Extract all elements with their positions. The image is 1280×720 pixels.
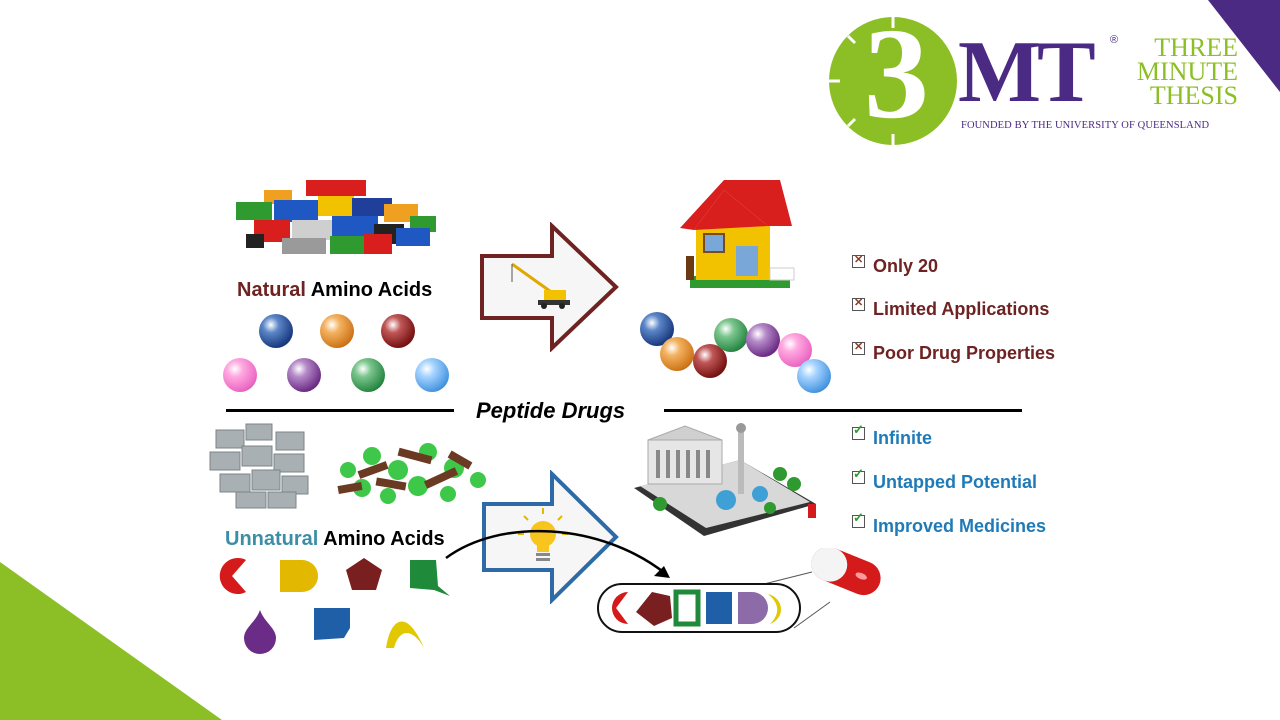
x-box-icon: ✕: [852, 254, 865, 268]
yellow-arch-shape: [386, 621, 424, 648]
amino-acids-word: Amino Acids: [323, 528, 445, 550]
list-item-label: Only 20: [873, 256, 939, 276]
chain-ball-green: [714, 318, 748, 352]
chain-ball-light-blue: [797, 359, 831, 393]
x-box-icon: ✕: [852, 341, 865, 355]
amino-acid-ball-blue: [259, 314, 293, 348]
lego-pile-image: [236, 180, 436, 254]
grey-bricks-image: [209, 423, 309, 509]
crane-icon: [511, 262, 570, 309]
purple-drop-shape: [244, 610, 276, 654]
divider-left: [226, 409, 454, 412]
logo-founded: FOUNDED BY THE UNIVERSITY OF QUEENSLAND: [961, 120, 1210, 131]
lego-house-image: [680, 180, 795, 288]
amino-acid-ball-purple: [287, 358, 321, 392]
chain-ball-orange: [660, 337, 694, 371]
logo-registered: ®: [1110, 34, 1119, 46]
pill-capsule-icon: [811, 548, 881, 596]
amino-acid-ball-red: [381, 314, 415, 348]
list-item-label: Limited Applications: [873, 299, 1050, 319]
green-brown-pieces-image: [337, 443, 486, 504]
blue-square-shape: [314, 608, 350, 640]
list-item-only-20: ✕ Only 20: [852, 254, 939, 277]
logo-line-minute: MINUTE: [1136, 57, 1238, 86]
list-item-label: Improved Medicines: [873, 516, 1047, 536]
lightbulb-icon: [518, 508, 568, 561]
yellow-d-shape: [280, 560, 318, 592]
lego-city-image: [634, 423, 816, 536]
three-minute-thesis-logo: 3 MT ® THREE MINUTE THESIS FOUNDED BY TH…: [826, 4, 1246, 148]
check-box-icon: ✓: [852, 511, 865, 528]
x-box-icon: ✕: [852, 297, 865, 311]
green-square-shape: [410, 560, 450, 596]
amino-acid-ball-light-blue: [415, 358, 449, 392]
list-item-label: Poor Drug Properties: [873, 343, 1056, 363]
chain-ball-purple: [746, 323, 780, 357]
logo-words: THREE MINUTE THESIS: [1122, 33, 1238, 110]
corner-purple-triangle: [1208, 0, 1280, 92]
list-item-improved-medicines: ✓ Improved Medicines: [852, 511, 1047, 537]
capsule-chain-image: [597, 548, 881, 633]
red-pentagon-shape: [346, 558, 382, 590]
logo-line-three: THREE: [1154, 33, 1238, 62]
list-item-poor-drug-properties: ✕ Poor Drug Properties: [852, 341, 1056, 364]
chain-ball-red: [693, 344, 727, 378]
natural-amino-acids-label: Natural Amino Acids: [237, 279, 432, 302]
red-pacman-shape: [219, 558, 246, 594]
list-item-limited-applications: ✕ Limited Applications: [852, 297, 1050, 320]
list-item-infinite: ✓ Infinite: [852, 423, 932, 449]
logo-mt: MT: [958, 24, 1096, 121]
logo-number: 3: [864, 2, 929, 146]
arrow-right-top-icon: [480, 222, 619, 352]
check-box-icon: ✓: [852, 467, 865, 484]
amino-acid-ball-pink: [223, 358, 257, 392]
curved-arrow-icon: [445, 529, 670, 578]
peptide-drugs-title: Peptide Drugs: [476, 398, 626, 423]
logo-line-thesis: THESIS: [1149, 81, 1238, 110]
list-item-label: Untapped Potential: [873, 472, 1038, 492]
unnatural-word: Unnatural: [225, 528, 319, 550]
amino-acid-ball-green: [351, 358, 385, 392]
natural-word: Natural: [237, 279, 306, 301]
corner-green-triangle: [0, 562, 222, 720]
list-item-untapped-potential: ✓ Untapped Potential: [852, 467, 1038, 493]
check-box-icon: ✓: [852, 423, 865, 440]
list-item-label: Infinite: [873, 428, 932, 448]
amino-acids-word: Amino Acids: [310, 279, 433, 301]
unnatural-shapes-group: [219, 558, 450, 654]
stopwatch-icon: [829, 17, 957, 145]
unnatural-amino-acids-label: Unnatural Amino Acids: [225, 528, 445, 551]
divider-right: [664, 409, 1022, 412]
amino-acid-ball-orange: [320, 314, 354, 348]
